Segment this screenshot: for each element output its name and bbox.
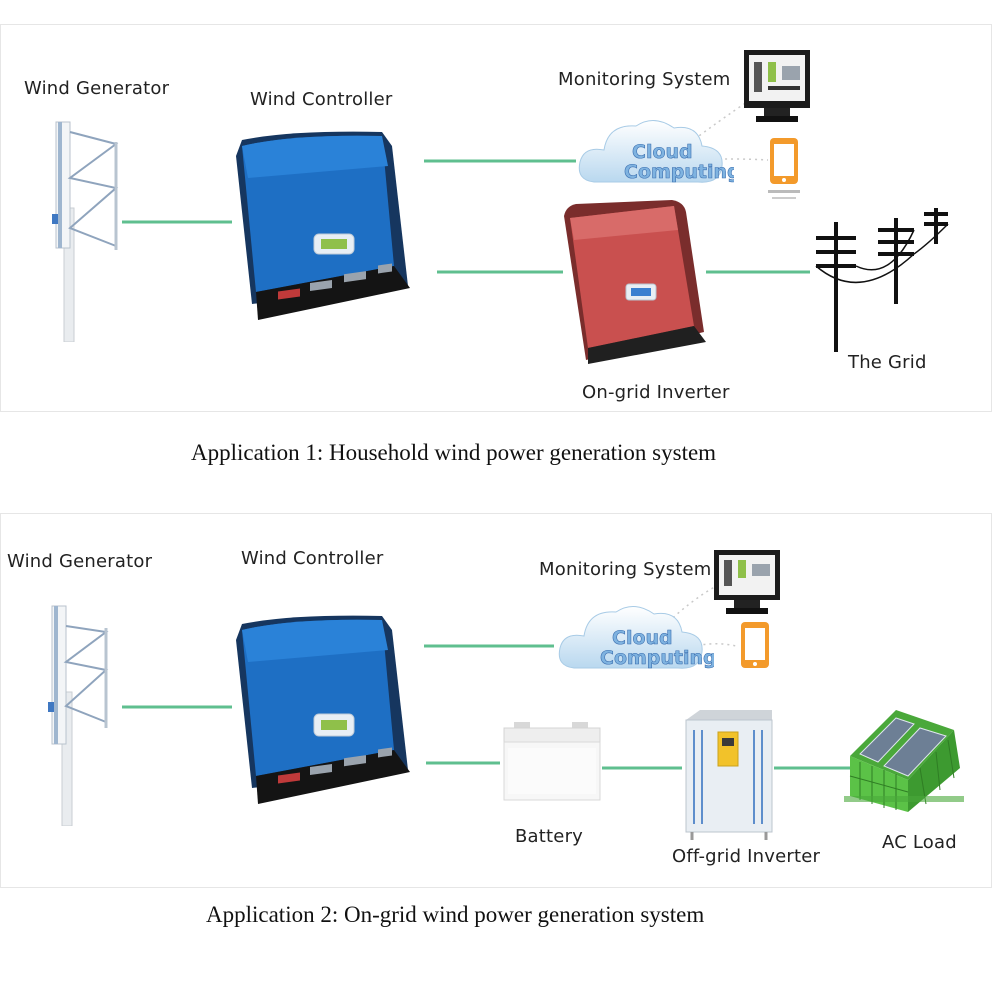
label-wind-generator-2: Wind Generator [7, 551, 153, 572]
cloud-computing-icon: Cloud Computing [558, 606, 714, 669]
wind-controller-unit-icon [236, 615, 410, 804]
wireless-link-1 [679, 99, 751, 151]
cloud-text-1: Cloud [632, 141, 693, 163]
computing-text-1: Computing [624, 161, 734, 183]
label-the-grid: The Grid [848, 352, 927, 373]
label-on-grid-inverter: On-grid Inverter [582, 382, 730, 403]
smartphone-icon [741, 622, 769, 668]
monitor-icon [714, 550, 780, 614]
house-solar-icon [844, 710, 964, 812]
label-wind-controller-2: Wind Controller [241, 548, 384, 569]
monitor-icon [744, 50, 810, 122]
label-wind-controller-1: Wind Controller [250, 89, 393, 110]
connection-lines-1 [122, 99, 810, 274]
vertical-wind-turbine-icon [48, 605, 109, 826]
computing-text-2: Computing [600, 647, 714, 669]
caption-application-1: Application 1: Household wind power gene… [191, 440, 717, 465]
caption-application-2: Application 2: On-grid wind power genera… [206, 902, 705, 927]
label-wind-generator-1: Wind Generator [24, 78, 170, 99]
inverter-unit-icon [685, 710, 773, 840]
wind-controller-unit-icon [236, 131, 410, 320]
label-battery: Battery [515, 826, 584, 847]
label-off-grid-inverter: Off-grid Inverter [672, 846, 821, 867]
cloud-computing-icon: Cloud Computing [578, 120, 734, 183]
label-monitoring-system-2: Monitoring System [539, 559, 712, 580]
cloud-text-2: Cloud [612, 627, 673, 649]
application-2-diagram [0, 513, 992, 888]
battery-icon [503, 722, 601, 801]
label-monitoring-system-1: Monitoring System [558, 69, 731, 90]
smartphone-icon [768, 138, 800, 199]
inverter-unit-icon [564, 200, 706, 364]
label-ac-load: AC Load [882, 832, 957, 853]
power-pole-icon [815, 208, 949, 352]
vertical-wind-turbine-icon [52, 121, 119, 342]
application-1-diagram [0, 24, 992, 412]
